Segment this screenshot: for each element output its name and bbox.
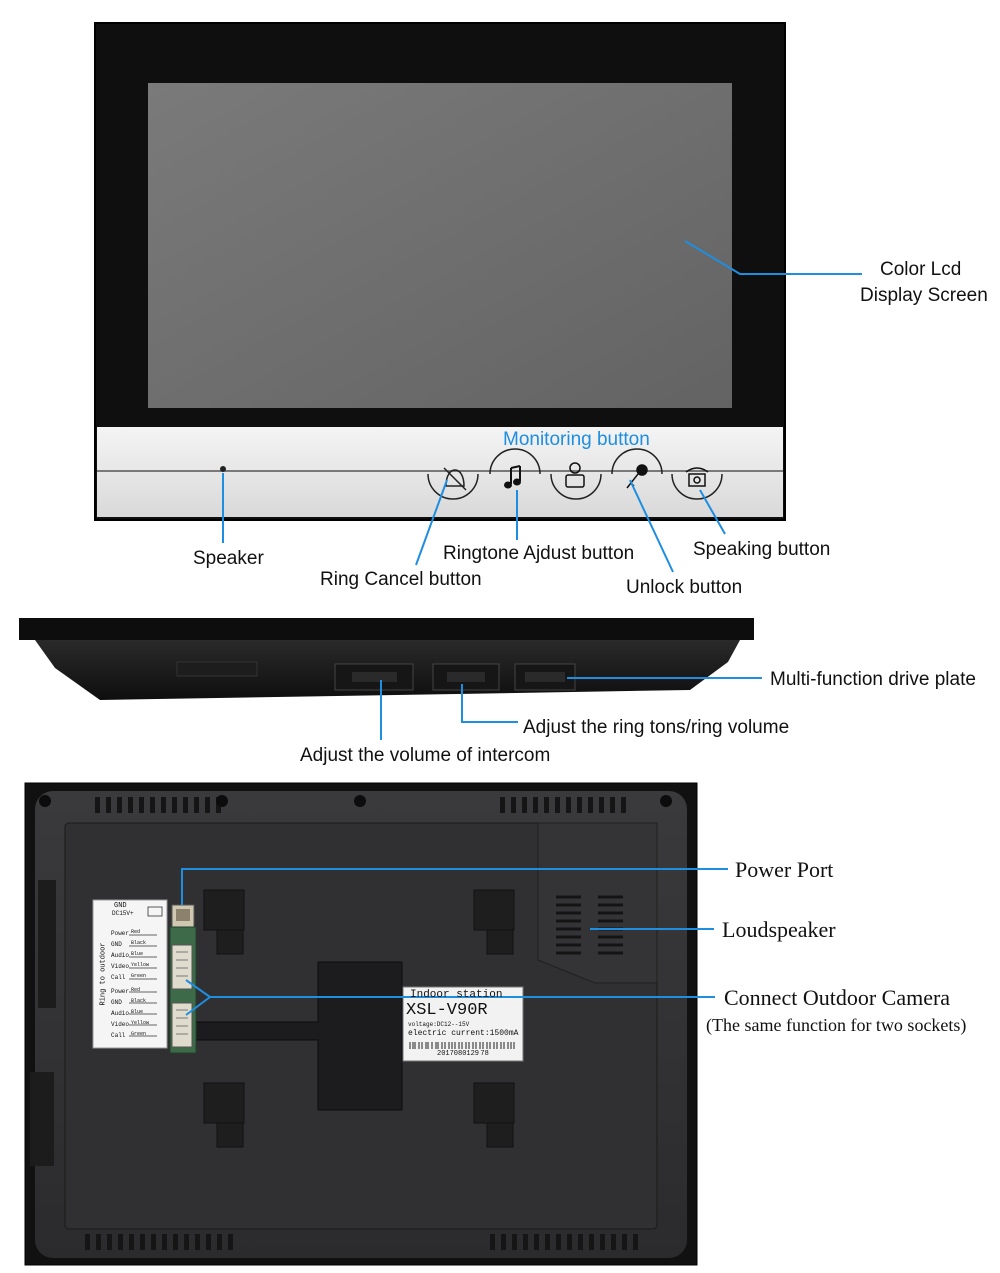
sticker-title: Indoor station xyxy=(410,989,503,1001)
callout-ringtone-adjust-button: Ringtone Ajdust button xyxy=(443,543,635,564)
terminal-g1-red: Red xyxy=(131,929,141,935)
terminal-g2-video: Video xyxy=(111,1021,130,1028)
terminal-g1-blue: Blue xyxy=(131,951,144,957)
terminal-g2-power: Power xyxy=(111,988,130,995)
back-callout-lines xyxy=(181,868,728,1016)
person-monitor-icon xyxy=(565,462,585,488)
callout-ring-volume: Adjust the ring tons/ring volume xyxy=(523,717,790,738)
sticker-current: electric current:1500mA xyxy=(408,1029,519,1038)
button-panel xyxy=(97,427,783,517)
callout-display-screen-line2: Display Screen xyxy=(860,285,988,306)
terminal-side-text: Ring to outdoor xyxy=(99,942,108,1006)
terminal-gnd-label: GND xyxy=(114,902,127,910)
side-knob-intercom[interactable] xyxy=(334,663,414,691)
front-callout-lines xyxy=(222,240,862,573)
side-callout-lines xyxy=(380,677,762,740)
bell-off-icon xyxy=(443,467,467,491)
terminal-label-card xyxy=(92,899,168,1049)
bottom-vents xyxy=(85,1234,638,1250)
side-drive-plate xyxy=(514,663,576,691)
lcd-screen xyxy=(148,83,732,408)
terminal-g2-green: Green xyxy=(131,1031,147,1037)
terminal-g1-green: Green xyxy=(131,973,147,979)
back-view xyxy=(24,782,728,1266)
barcode xyxy=(409,1042,515,1049)
terminal-g1-call: Call xyxy=(111,974,126,981)
terminal-g1-gnd: GND xyxy=(111,941,122,948)
speaking-button[interactable] xyxy=(671,467,723,500)
left-side-strip-top xyxy=(38,880,56,1008)
sticker-model: XSL-V90R xyxy=(406,1001,488,1020)
callout-display-screen-line1: Color Lcd xyxy=(880,259,962,280)
callout-unlock-button: Unlock button xyxy=(626,577,743,598)
callout-connect-camera: Connect Outdoor Camera xyxy=(724,985,951,1010)
terminal-g1-video: Video xyxy=(111,963,130,970)
power-port[interactable] xyxy=(171,904,195,928)
side-knob-ring[interactable] xyxy=(432,663,500,691)
terminal-g2-red: Red xyxy=(131,987,141,993)
screw-holes xyxy=(39,795,672,807)
terminal-g2-audio: Audio xyxy=(111,1010,130,1017)
mounting-slots xyxy=(203,889,515,1148)
side-slot-left xyxy=(176,661,258,677)
side-top-rim xyxy=(19,618,754,640)
top-vents xyxy=(95,797,626,813)
callout-monitoring-button: Monitoring button xyxy=(503,429,650,450)
callout-speaking-button: Speaking button xyxy=(693,539,831,560)
terminal-dc-label: DC15V+ xyxy=(112,910,134,917)
center-mount-plate xyxy=(189,961,403,1111)
terminal-g1-black: Black xyxy=(131,940,147,946)
loudspeaker-housing xyxy=(537,822,658,984)
terminal-g2-black: Black xyxy=(131,998,147,1004)
callout-intercom-volume: Adjust the volume of intercom xyxy=(300,745,551,766)
model-sticker xyxy=(402,986,524,1062)
monitoring-button[interactable] xyxy=(550,462,602,500)
terminal-g1-audio: Audio xyxy=(111,952,130,959)
terminal-g1-yellow: Yellow xyxy=(131,962,150,968)
ringtone-adjust-button[interactable] xyxy=(489,448,541,489)
callout-power-port: Power Port xyxy=(735,857,834,882)
camera-socket-1[interactable] xyxy=(171,944,193,990)
music-note-icon xyxy=(504,465,521,489)
left-side-strip-bottom xyxy=(30,1072,54,1166)
terminal-g2-blue: Blue xyxy=(131,1009,144,1015)
phone-icon xyxy=(685,467,709,487)
camera-socket-2[interactable] xyxy=(171,1002,193,1048)
terminal-g2-gnd: GND xyxy=(111,999,122,1006)
sticker-serial: 2017080129 78 xyxy=(437,1050,489,1058)
ring-cancel-button[interactable] xyxy=(427,467,479,500)
terminal-g1-power: Power xyxy=(111,930,130,937)
loudspeaker-grille xyxy=(556,895,623,955)
terminal-g2-yellow: Yellow xyxy=(131,1020,150,1026)
callout-speaker: Speaker xyxy=(193,548,264,569)
callout-connect-camera-note: (The same function for two sockets) xyxy=(706,1015,967,1035)
front-view xyxy=(94,22,862,573)
unlock-button[interactable] xyxy=(611,448,663,489)
terminal-g2-call: Call xyxy=(111,1032,126,1039)
side-view xyxy=(19,618,762,740)
terminal-label-lines xyxy=(129,906,163,1037)
speaker-hole xyxy=(220,466,226,472)
key-icon xyxy=(626,464,648,489)
callout-ring-cancel-button: Ring Cancel button xyxy=(320,569,482,590)
callout-drive-plate: Multi-function drive plate xyxy=(770,669,976,690)
sticker-voltage: voltage:DC12--15V xyxy=(408,1021,470,1028)
callout-loudspeaker: Loudspeaker xyxy=(722,917,836,942)
